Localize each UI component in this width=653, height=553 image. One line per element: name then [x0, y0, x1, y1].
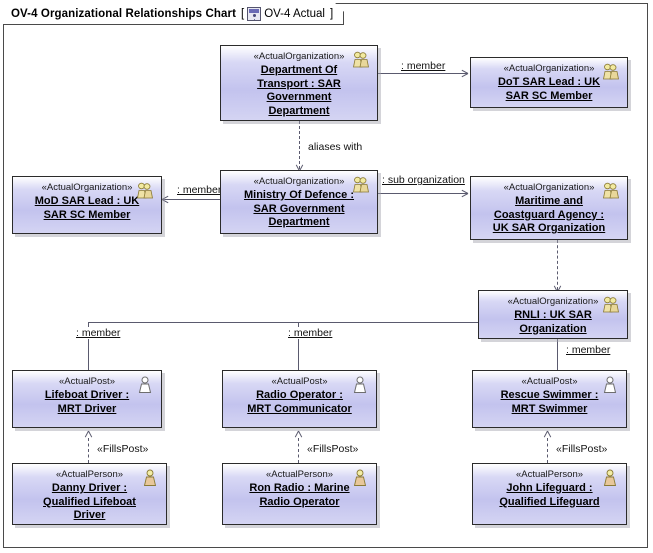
node-name-label: Maritime and Coastguard Agency : UK SAR …: [492, 195, 606, 234]
node-name-label: Lifeboat Driver : MRT Driver: [44, 389, 130, 415]
edge-line-mod-to-mca: [378, 193, 468, 194]
person-outline-icon: [600, 376, 620, 394]
edge-line-rnli-to-lifeboat: [88, 322, 89, 370]
group-of-people-icon: [601, 63, 621, 81]
group-of-people-icon: [351, 51, 371, 69]
edge-arrow-ron-fills-radio: [294, 429, 303, 438]
person-filled-icon: [140, 469, 160, 487]
edge-label-danny-fills-lifeboat: «FillsPost»: [95, 443, 151, 455]
edge-line-dot-to-dotlead: [378, 73, 468, 74]
group-of-people-icon: [601, 182, 621, 200]
edge-arrow-dot-to-dotlead: [461, 69, 470, 78]
node-name-label: John Lifeguard : Qualified Lifeguard: [499, 482, 600, 508]
edge-label-rnli-to-radio: : member: [286, 327, 335, 339]
node-name-label: Radio Operator : MRT Communicator: [247, 389, 352, 415]
node-ron-radio[interactable]: «ActualPerson» Ron Radio : Marine Radio …: [222, 463, 377, 525]
bracket-close: ]: [329, 7, 334, 20]
edge-label-mod-to-modlead: : member: [175, 184, 224, 196]
edge-arrow-john-fills-swimmer: [543, 429, 552, 438]
ov4-diagram-icon: [247, 7, 261, 21]
edge-line-ron-fills-radio: [298, 438, 299, 463]
node-john-lifeguard[interactable]: «ActualPerson» John Lifeguard : Qualifie…: [472, 463, 627, 525]
person-filled-icon: [600, 469, 620, 487]
node-department-of-transport[interactable]: «ActualOrganization» Department Of Trans…: [220, 45, 378, 121]
edge-line-danny-fills-lifeboat: [88, 438, 89, 463]
node-radio-operator[interactable]: «ActualPost» Radio Operator : MRT Commun…: [222, 370, 377, 428]
edge-line-rnli-to-radio: [298, 322, 299, 370]
node-name-label: Danny Driver : Qualified Lifeboat Driver: [43, 482, 136, 521]
node-lifeboat-driver[interactable]: «ActualPost» Lifeboat Driver : MRT Drive…: [12, 370, 162, 428]
node-name-label: DoT SAR Lead : UK SAR SC Member: [497, 76, 601, 102]
node-name-label: Ministry Of Defence : SAR Government Dep…: [243, 189, 355, 228]
node-maritime-coastguard-agency[interactable]: «ActualOrganization» Maritime and Coastg…: [470, 176, 628, 240]
edge-line-mod-to-modlead: [162, 199, 220, 200]
edge-label-dot-to-dotlead: : member: [399, 60, 448, 72]
edge-line-john-fills-swimmer: [547, 438, 548, 463]
edge-line-mca-to-rnli: [557, 240, 558, 290]
edge-spine-rnli-members: [88, 322, 480, 323]
node-name-label: Ron Radio : Marine Radio Operator: [249, 482, 350, 508]
edge-arrow-danny-fills-lifeboat: [84, 429, 93, 438]
edge-label-mod-to-mca: : sub organization: [380, 174, 467, 186]
node-name-label: Department Of Transport : SAR Government…: [257, 64, 341, 117]
diagram-frame-header[interactable]: OV-4 Organizational Relationships Chart …: [3, 3, 344, 25]
edge-label-john-fills-swimmer: «FillsPost»: [554, 443, 610, 455]
diagram-title: OV-4 Organizational Relationships Chart: [11, 7, 236, 20]
bracket-open: [: [241, 7, 245, 20]
edge-line-dot-to-mod: [299, 121, 300, 169]
node-rnli[interactable]: «ActualOrganization» RNLI : UK SAR Organ…: [478, 290, 628, 339]
group-of-people-icon: [601, 296, 621, 314]
person-outline-icon: [350, 376, 370, 394]
group-of-people-icon: [135, 182, 155, 200]
node-mod-sar-lead[interactable]: «ActualOrganization» MoD SAR Lead : UK S…: [12, 176, 162, 234]
person-outline-icon: [135, 376, 155, 394]
node-name-label: MoD SAR Lead : UK SAR SC Member: [34, 195, 140, 221]
edge-label-rnli-to-lifeboat: : member: [74, 327, 123, 339]
node-name-label: RNLI : UK SAR Organization: [514, 309, 592, 335]
node-danny-driver[interactable]: «ActualPerson» Danny Driver : Qualified …: [12, 463, 167, 525]
edge-label-ron-fills-radio: «FillsPost»: [305, 443, 361, 455]
node-rescue-swimmer[interactable]: «ActualPost» Rescue Swimmer : MRT Swimme…: [472, 370, 627, 428]
diagram-instance-name: OV-4 Actual: [264, 7, 325, 20]
node-dot-sar-lead[interactable]: «ActualOrganization» DoT SAR Lead : UK S…: [470, 57, 628, 108]
edge-line-rnli-to-swimmer: [557, 339, 558, 370]
edge-label-dot-to-mod: aliases with: [306, 141, 365, 153]
edge-arrow-mod-to-mca: [461, 189, 470, 198]
group-of-people-icon: [351, 176, 371, 194]
person-filled-icon: [350, 469, 370, 487]
node-name-label: Rescue Swimmer : MRT Swimmer: [500, 389, 599, 415]
edge-label-rnli-to-swimmer: : member: [564, 344, 613, 356]
node-ministry-of-defence[interactable]: «ActualOrganization» Ministry Of Defence…: [220, 170, 378, 234]
